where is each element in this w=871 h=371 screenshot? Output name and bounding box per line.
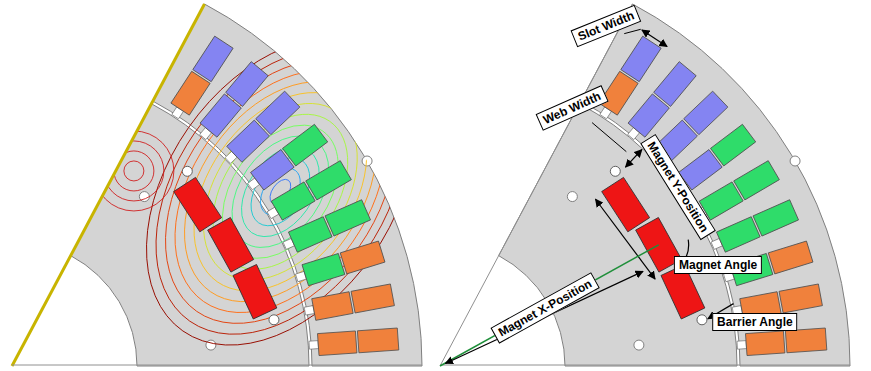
flux-contour — [94, 131, 174, 211]
stator-slot — [594, 36, 661, 123]
sector-edge — [440, 365, 850, 366]
slot-opening — [737, 341, 747, 350]
coil-side — [684, 91, 728, 135]
dimension-lines — [440, 29, 733, 366]
slot-opening — [309, 341, 319, 350]
slot-width-dimension — [642, 30, 667, 46]
flux-barrier — [269, 315, 279, 325]
magnet-block — [208, 218, 254, 273]
coil-side — [768, 241, 813, 274]
magnet-x-dimension — [445, 271, 643, 363]
rotor-hole — [634, 340, 644, 350]
stator-slots — [166, 36, 399, 356]
coil-side — [288, 217, 332, 252]
rotor-magnets — [174, 177, 277, 319]
flux-lines — [91, 0, 470, 371]
coil-side — [325, 200, 370, 236]
coil-side — [306, 161, 352, 200]
motor-sector — [440, 4, 850, 366]
sector-edge — [12, 365, 422, 366]
permanent-magnet — [233, 264, 277, 318]
stator-notch — [790, 156, 800, 166]
web-width-dimension — [626, 150, 642, 168]
flux-contour — [118, 17, 443, 366]
flux-contour — [104, 141, 164, 201]
coil-side — [785, 328, 826, 353]
coil-side — [226, 62, 269, 107]
flux-contour — [131, 31, 429, 351]
coil-side — [734, 161, 780, 200]
flux-barrier — [610, 166, 620, 176]
magnet-y-dimension — [595, 199, 655, 279]
coil-side — [351, 284, 394, 313]
magnet-axis-line — [440, 245, 659, 366]
stator-notch — [362, 156, 372, 166]
flux-contour — [105, 3, 457, 371]
rotor-hole — [567, 192, 577, 202]
coil-side — [283, 124, 328, 166]
flux-contour — [172, 75, 389, 309]
magnet-block — [233, 264, 277, 318]
rotor-core — [499, 104, 737, 366]
flux-contour — [114, 151, 154, 191]
flux-contour — [158, 60, 402, 323]
coil-side — [779, 284, 822, 313]
permanent-magnet — [174, 177, 222, 231]
coil-side — [745, 331, 784, 356]
magnet-block — [602, 177, 650, 231]
leader-line — [592, 123, 626, 152]
dimension-label: Magnet Angle — [674, 256, 762, 274]
stator-slots — [594, 36, 827, 356]
stator-slot — [303, 284, 395, 322]
flux-barrier — [697, 315, 707, 325]
coil-side — [753, 200, 798, 236]
sector-edge — [440, 4, 632, 366]
coil-side — [654, 62, 697, 107]
leader-line — [624, 29, 640, 33]
coil-side — [271, 182, 315, 220]
coil-side — [711, 124, 756, 166]
flux-contour — [124, 161, 144, 181]
permanent-magnet — [602, 177, 650, 231]
coil-side — [357, 328, 398, 353]
coil-side — [716, 217, 760, 252]
permanent-magnet — [208, 218, 254, 273]
coil-side — [340, 241, 385, 274]
flux-contour — [91, 0, 470, 371]
flux-contour — [145, 46, 416, 338]
dimension-label: Magnet X-Position — [490, 272, 599, 343]
coil-side — [256, 91, 300, 135]
dimension-label: Barrier Angle — [712, 313, 798, 331]
flux-barrier — [182, 166, 192, 176]
dimension-label: Slot Width — [570, 5, 641, 48]
stator-slot — [166, 36, 233, 123]
motor-sector — [12, 0, 470, 371]
stator-slot — [309, 328, 399, 356]
coil-side — [621, 36, 661, 82]
dimension-label: Magnet Y-Position — [640, 134, 716, 240]
dimension-label: Web Width — [535, 85, 608, 131]
magnet-block — [174, 177, 222, 231]
coil-side — [171, 71, 210, 115]
coil-side — [193, 36, 233, 82]
coil-side — [312, 292, 353, 321]
coil-side — [317, 331, 356, 356]
sector-edge — [12, 4, 204, 366]
stator-slot — [737, 328, 827, 356]
rotor-hole — [206, 340, 216, 350]
coil-side — [302, 253, 345, 285]
